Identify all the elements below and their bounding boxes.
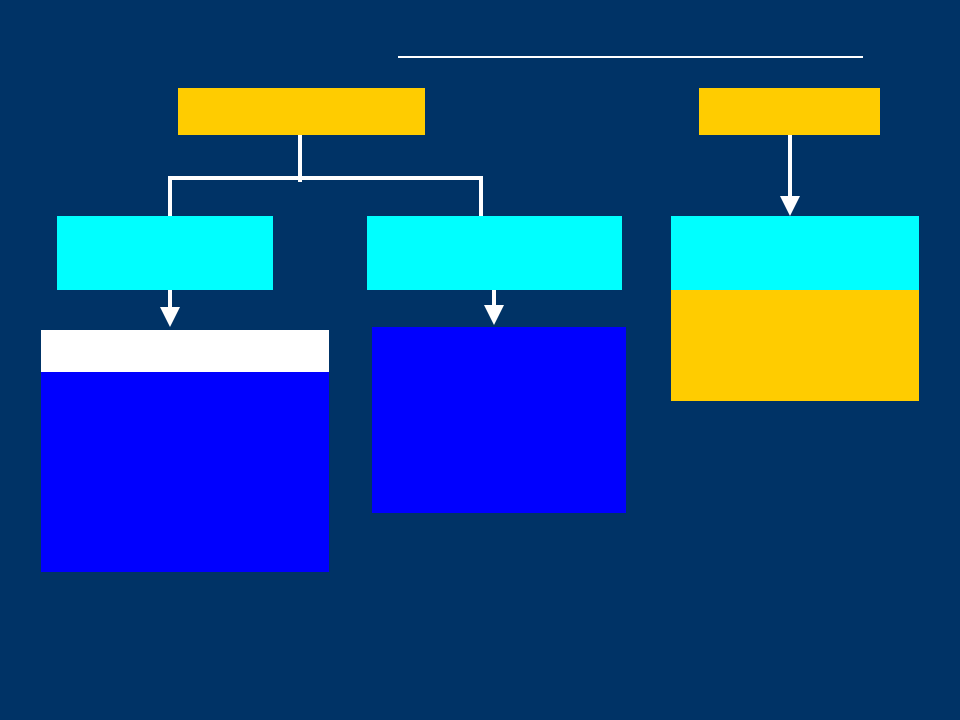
arrowhead-category-left [160,307,180,327]
arrowhead-right-header [780,196,800,216]
note-right-box [671,290,919,401]
arrowhead-category-middle [484,305,504,325]
category-right-box [671,216,919,290]
category-left-box [57,216,273,290]
detail-left-box [41,372,329,572]
detail-left-heading-strip [41,330,329,372]
title-line-text [398,20,863,54]
right-header-box [699,88,880,135]
detail-middle-box [372,327,626,513]
category-middle-box [367,216,622,290]
left-header-box [178,88,425,135]
